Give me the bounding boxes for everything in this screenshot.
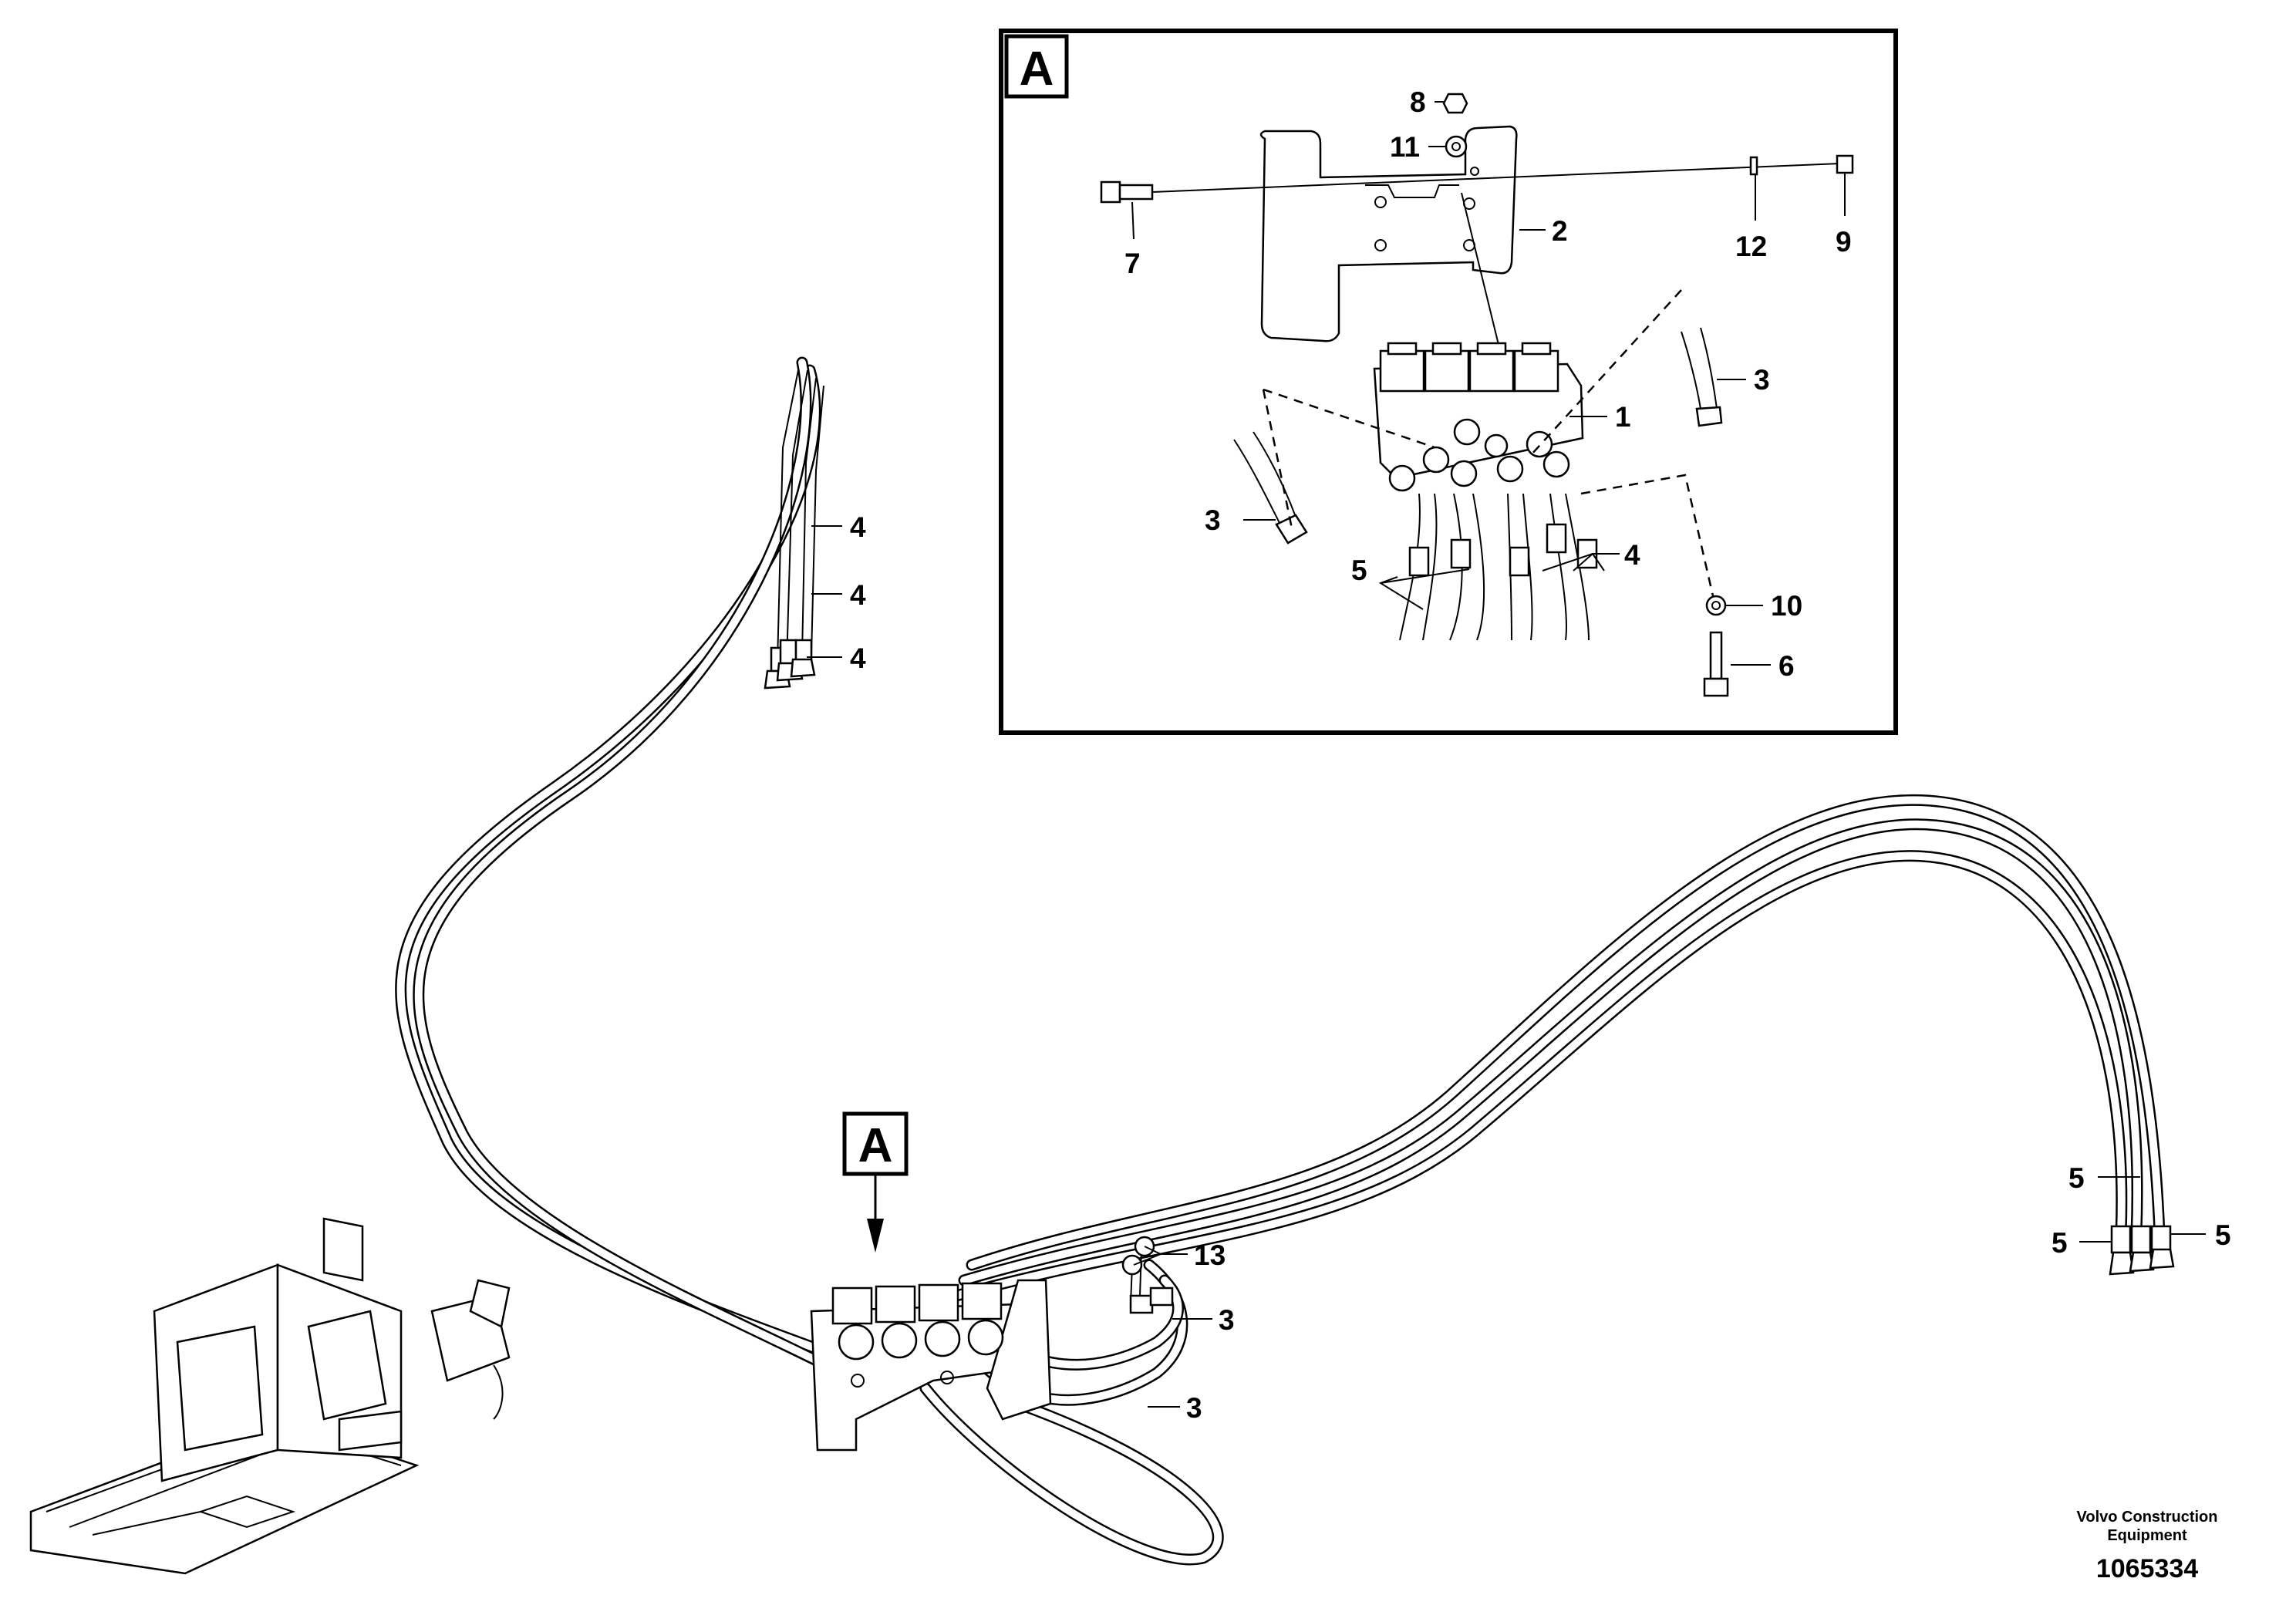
svg-text:A: A [858,1119,893,1172]
callout-4: 4 [850,642,866,674]
leader [1380,568,1470,584]
detail-marker-label: A [1020,42,1054,96]
credit-line-2: Equipment [2107,1527,2187,1544]
washer-10 [1705,595,1727,616]
bracket-hole [1374,196,1387,208]
valve-block [1373,342,1584,492]
callout-8: 8 [1410,86,1426,118]
main-valve-assembly [810,1279,1052,1452]
leader [1133,1253,1161,1266]
callout-3: 3 [1754,364,1770,396]
callout-2: 2 [1552,215,1568,247]
assembly-line [1530,289,1682,456]
document-number: 1065334 [2096,1554,2198,1583]
bracket-hole [1470,167,1479,176]
bracket-hole [1374,239,1387,251]
leader [1592,553,1605,572]
bolt-6 [1703,631,1729,697]
hose-3-left [1233,439,1281,525]
leader-valve-1 [1461,192,1501,352]
assembly-line [1262,389,1293,529]
mounting-rod [1151,163,1841,193]
nut-8 [1442,93,1468,114]
leader [1131,201,1135,240]
callout-9: 9 [1836,226,1852,258]
callout-5: 5 [2068,1162,2085,1194]
callout-11: 11 [1390,131,1420,163]
callout-13: 13 [1194,1239,1226,1271]
detail-view-a: A [999,29,1898,735]
detail-hoses [1399,493,1598,641]
hose-3-left [1253,431,1296,518]
assembly-line [1580,474,1718,610]
callout-5: 5 [2215,1219,2231,1251]
callout-10: 10 [1771,590,1802,622]
credit-line-1: Volvo Construction [2077,1509,2218,1526]
fittings-4 [764,639,816,690]
callout-3: 3 [1186,1392,1202,1424]
callout-4: 4 [850,579,866,611]
callout-3: 3 [1219,1304,1235,1336]
callout-4: 4 [1624,539,1640,571]
fittings-5 [2109,1225,2175,1276]
callout-7: 7 [1124,248,1141,279]
fitting-3-right [1695,406,1723,427]
machine-frame-overview [29,1217,511,1575]
bracket-slot [1365,184,1459,198]
bracket [1259,125,1518,342]
hose-3-right [1681,331,1701,410]
hose-3-right [1700,327,1718,410]
washer-11 [1445,135,1468,158]
callout-12: 12 [1735,231,1767,262]
callout-4: 4 [850,511,866,543]
washer-11-hole [1451,142,1461,151]
callout-3: 3 [1205,504,1221,536]
bolt-7 [1100,180,1154,204]
hose-bundle [395,356,2166,1566]
callout-5: 5 [1351,555,1367,586]
nut-9 [1836,154,1854,174]
detail-marker-main: A [842,1111,909,1253]
washer-10-hole [1711,601,1721,610]
detail-frame [999,29,1898,735]
leader [1573,553,1593,572]
callout-5: 5 [2052,1227,2068,1259]
detail-marker-box [1004,34,1069,99]
washer-12 [1749,156,1758,176]
callout-1: 1 [1615,401,1631,433]
fitting-3-left [1275,514,1308,545]
assembly-line [1263,388,1435,449]
callout-6: 6 [1778,650,1795,682]
